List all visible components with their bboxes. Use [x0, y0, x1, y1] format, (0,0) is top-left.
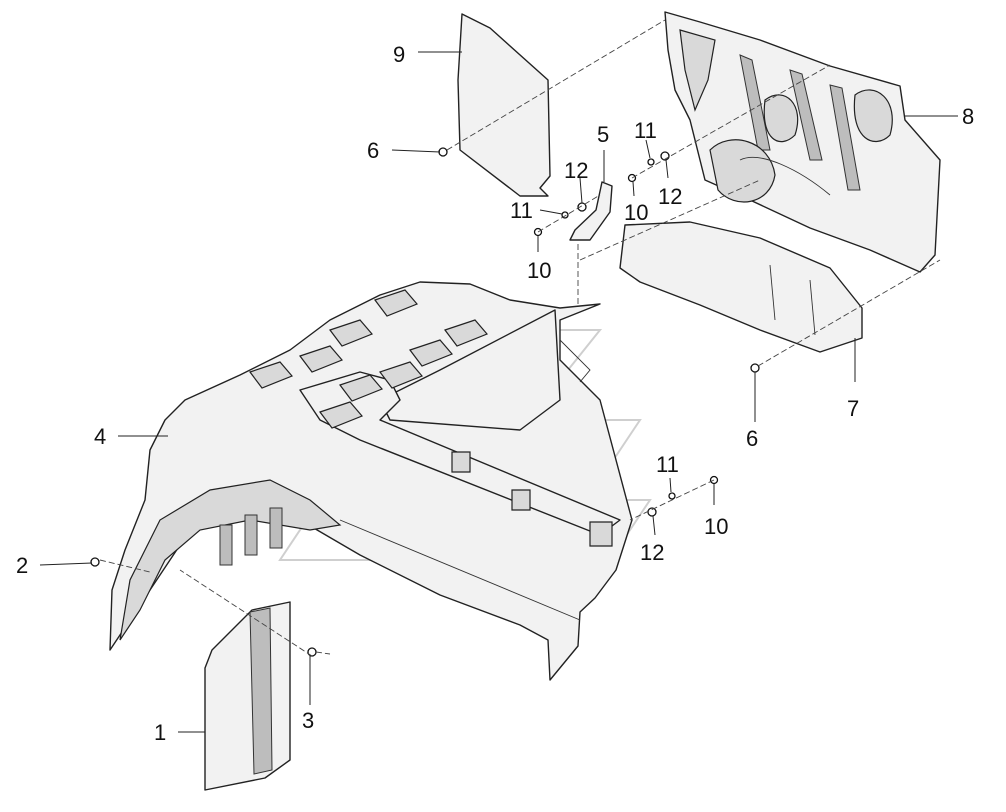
rear-panel-part-8: [664, 11, 941, 273]
callout-6-upper: 6: [367, 138, 379, 163]
lower-mud-flap-part-1: [204, 601, 291, 791]
bracket-part-5: [569, 181, 613, 241]
callout-3: 3: [302, 708, 314, 733]
callout-11-left: 11: [510, 198, 533, 223]
callout-9: 9: [393, 42, 405, 67]
callout-11-mid: 11: [634, 118, 657, 143]
mud-flap-part-9: [457, 13, 551, 197]
screw-6-lower-icon: [750, 363, 760, 373]
callout-6-lower: 6: [746, 426, 758, 451]
washer-11-mid-icon: [647, 158, 655, 166]
callout-11-right: 11: [656, 452, 679, 477]
callout-2: 2: [16, 553, 28, 578]
callout-5: 5: [597, 122, 609, 147]
screw-6-upper-icon: [438, 147, 448, 157]
callout-12-left: 12: [564, 158, 588, 183]
callout-4: 4: [94, 424, 106, 449]
callout-10-mid: 10: [624, 200, 648, 225]
nut-3-icon: [307, 647, 317, 657]
assembly-lines: [99, 19, 941, 657]
callout-12-right: 12: [640, 540, 664, 565]
callout-8: 8: [962, 104, 974, 129]
washer-12-right-icon: [647, 507, 657, 517]
lower-panel-part-7: [619, 221, 863, 353]
leader-lines: [39, 51, 958, 733]
callout-10-left: 10: [527, 258, 551, 283]
washer-11-right-icon: [668, 492, 676, 500]
callout-12-mid: 12: [658, 184, 682, 209]
callout-10-right: 10: [704, 514, 728, 539]
callout-1: 1: [154, 720, 166, 745]
main-fender-part-4: [109, 281, 633, 681]
callout-labels: 1 2 3 4 5 6 6 7 8 9 10 10 10 11 11 11 12…: [16, 42, 974, 745]
screw-2-icon: [90, 557, 100, 567]
callout-7: 7: [847, 396, 859, 421]
